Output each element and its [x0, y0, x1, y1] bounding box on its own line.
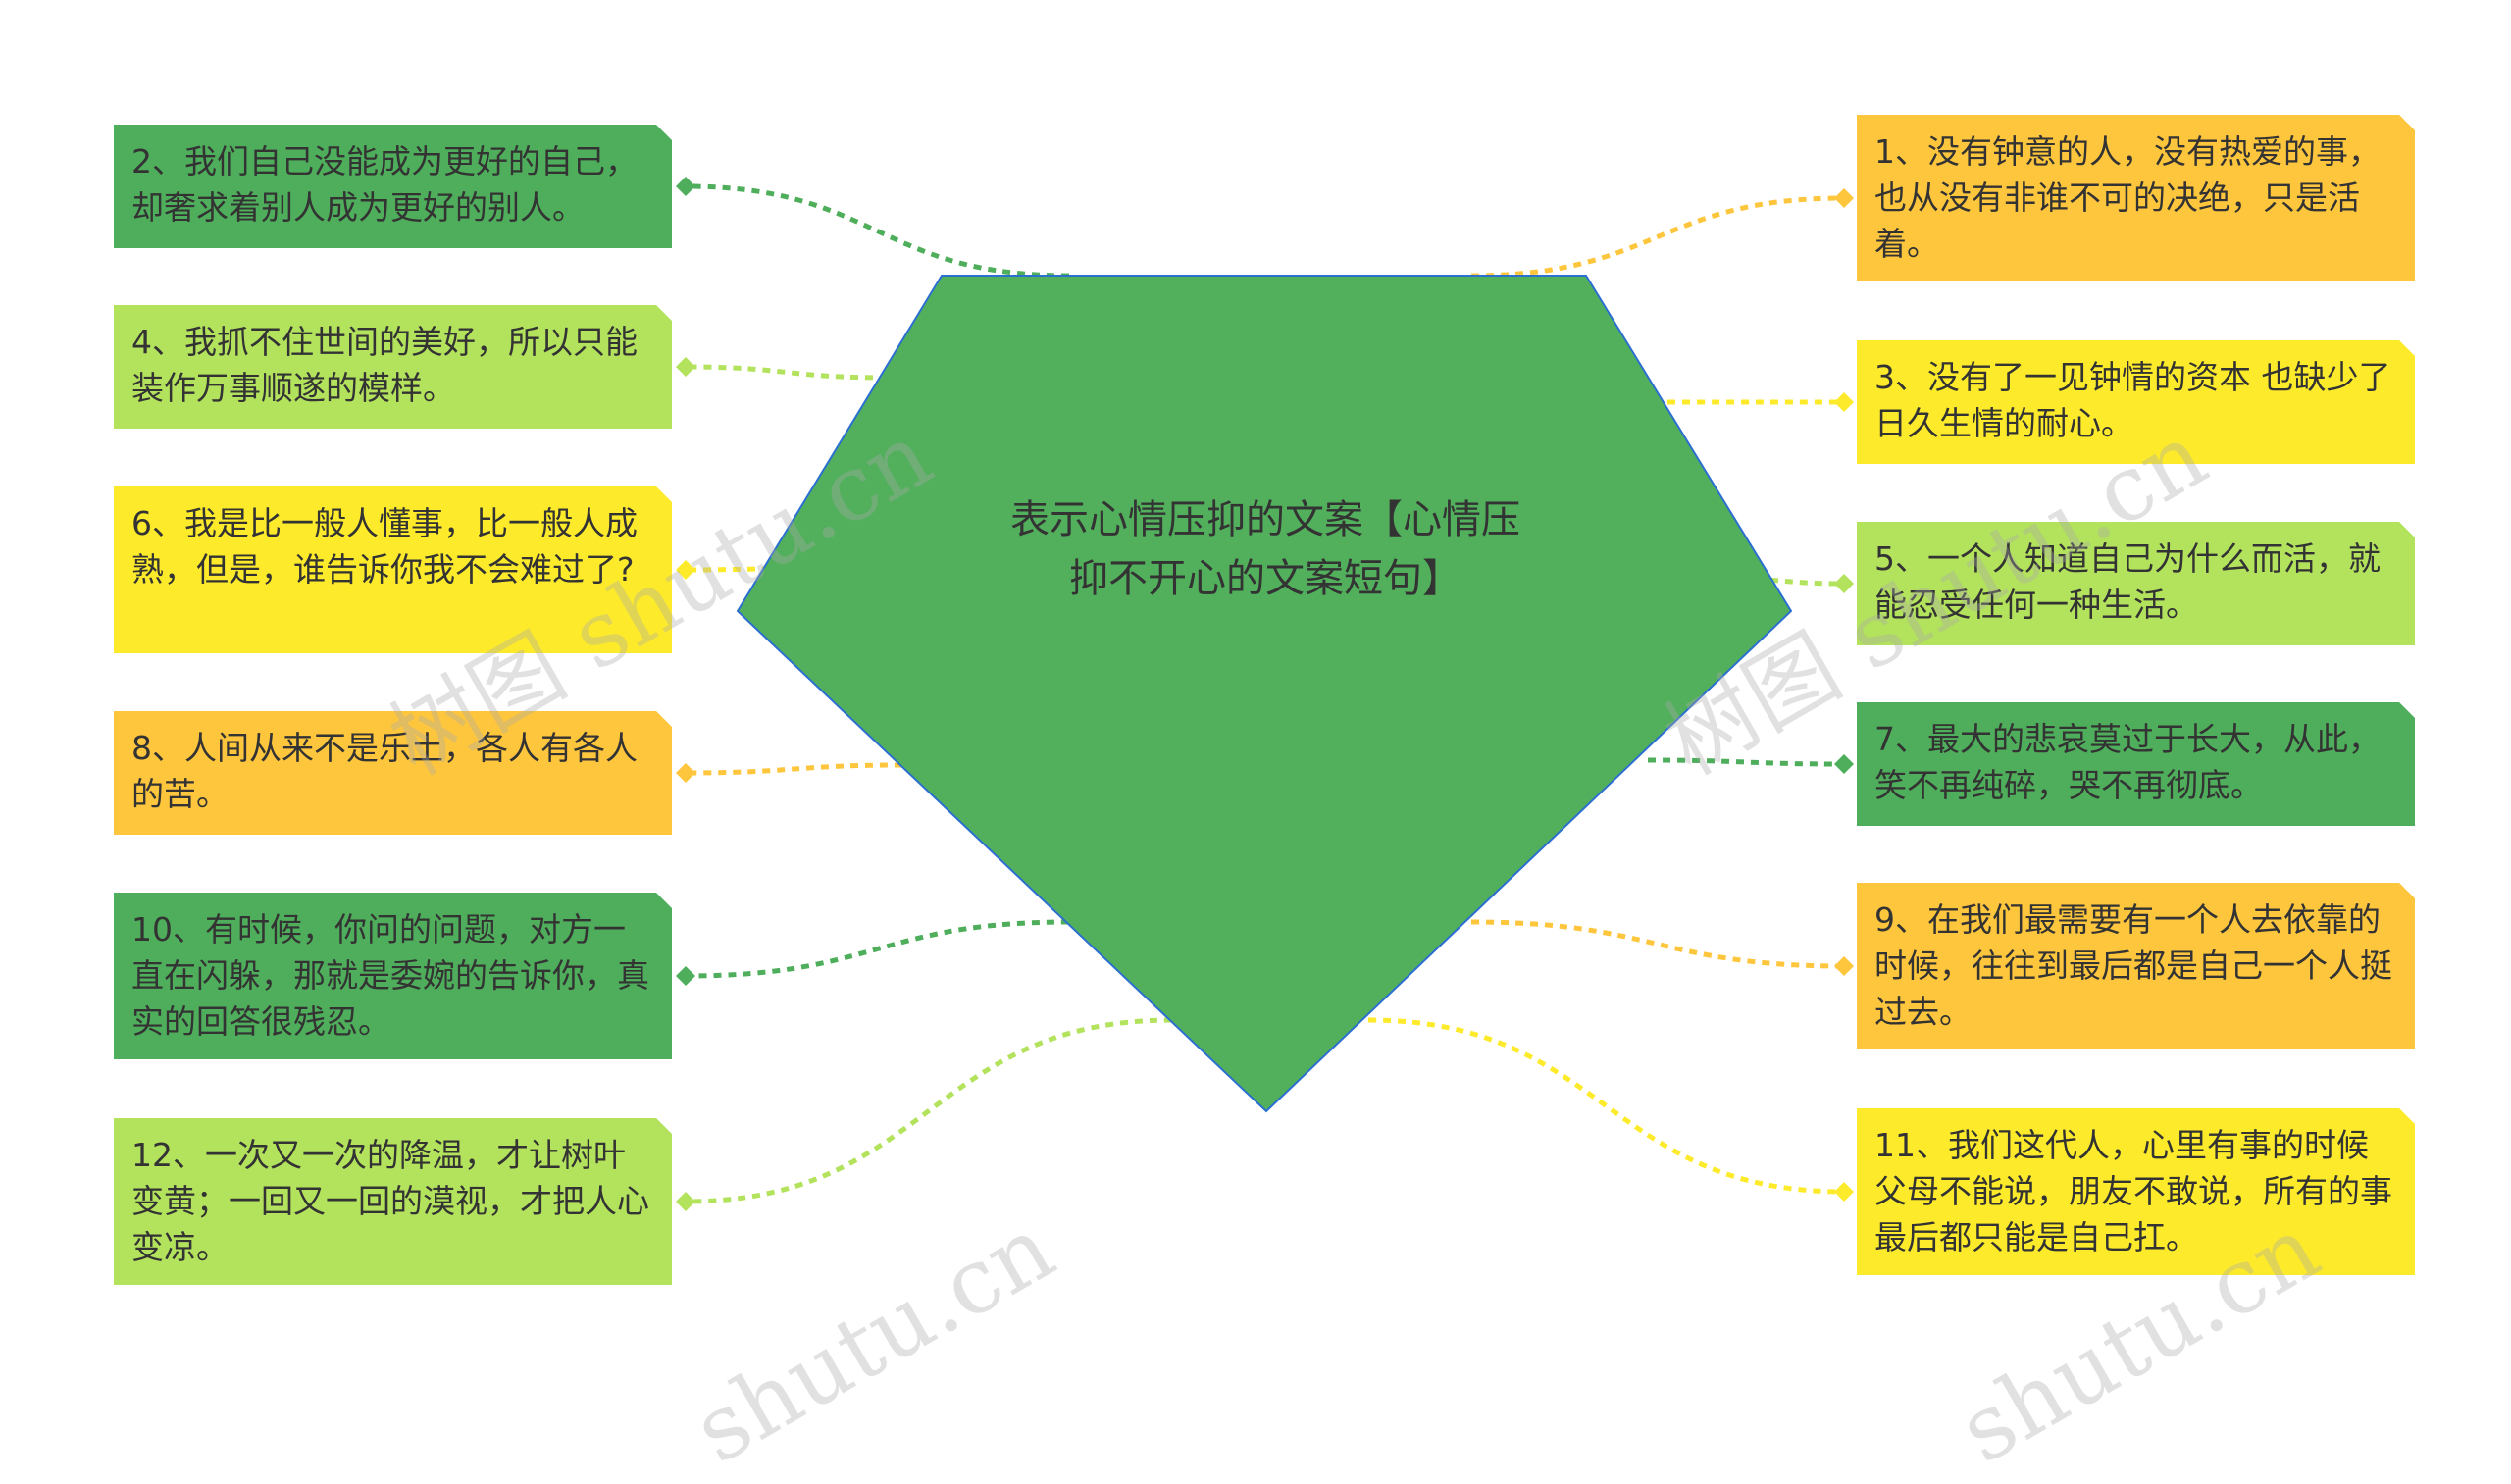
left-connector-diamond-icon — [676, 560, 695, 580]
left-connector-2 — [685, 364, 889, 381]
right-node-3[interactable]: 5、一个人知道自己为什么而活，就能忍受任何一种生活。 — [1857, 522, 2415, 645]
left-connector-3 — [685, 566, 786, 573]
node-text: 1、没有钟意的人，没有热爱的事，也从没有非谁不可的决绝，只是活着。 — [1874, 132, 2381, 263]
right-connector-6 — [1367, 1017, 1845, 1195]
center-topic[interactable]: 表示心情压抑的文案【心情压抑不开心的文案短句】 — [1010, 497, 1520, 601]
left-connector-diamond-icon — [676, 763, 695, 783]
left-node-3[interactable]: 6、我是比一般人懂事，比一般人成熟，但是，谁告诉你我不会难过了? — [114, 486, 672, 653]
right-node-1[interactable]: 1、没有钟意的人，没有热爱的事，也从没有非谁不可的决绝，只是活着。 — [1857, 115, 2415, 281]
right-connector-diamond-icon — [1834, 392, 1854, 412]
left-connector-5 — [685, 919, 1070, 979]
node-text: 8、人间从来不是乐土，各人有各人的苦。 — [131, 729, 638, 813]
right-connector-4 — [1647, 757, 1845, 767]
node-text: 12、一次又一次的降温，才让树叶变黄；一回又一回的漠视，才把人心变凉。 — [131, 1136, 649, 1266]
node-text: 4、我抓不住世间的美好，所以只能装作万事顺遂的模样。 — [131, 323, 638, 407]
left-node-1[interactable]: 2、我们自己没能成为更好的自己，却奢求着别人成为更好的别人。 — [114, 125, 672, 248]
node-text: 3、没有了一见钟情的资本 也缺少了日久生情的耐心。 — [1874, 358, 2391, 442]
node-text: 9、在我们最需要有一个人去依靠的时候，往往到最后都是自己一个人挺过去。 — [1874, 900, 2392, 1031]
left-connector-diamond-icon — [676, 177, 695, 196]
left-connector-diamond-icon — [676, 1192, 695, 1211]
node-text: 5、一个人知道自己为什么而活，就能忍受任何一种生活。 — [1874, 539, 2381, 624]
node-text: 7、最大的悲哀莫过于长大，从此，笑不再纯碎，哭不再彻底。 — [1874, 720, 2381, 804]
left-connector-4 — [685, 762, 903, 776]
mind-map-canvas — [676, 177, 1854, 1211]
left-connector-diamond-icon — [676, 966, 695, 986]
left-connector-diamond-icon — [676, 357, 695, 377]
left-node-4[interactable]: 8、人间从来不是乐土，各人有各人的苦。 — [114, 711, 672, 835]
left-connector-6 — [685, 1017, 1173, 1204]
right-connector-diamond-icon — [1834, 574, 1854, 593]
left-node-2[interactable]: 4、我抓不住世间的美好，所以只能装作万事顺遂的模样。 — [114, 305, 672, 429]
node-text: 11、我们这代人，心里有事的时候父母不能说，朋友不敢说，所有的事最后都只能是自己… — [1874, 1126, 2392, 1256]
right-connector-diamond-icon — [1834, 956, 1854, 976]
node-text: 6、我是比一般人懂事，比一般人成熟，但是，谁告诉你我不会难过了? — [131, 504, 638, 588]
right-node-2[interactable]: 3、没有了一见钟情的资本 也缺少了日久生情的耐心。 — [1857, 340, 2415, 464]
right-connector-diamond-icon — [1834, 1182, 1854, 1202]
node-text: 10、有时候，你问的问题，对方一直在闪躲，那就是委婉的告诉你，真实的回答很残忍。 — [131, 910, 649, 1041]
right-node-4[interactable]: 7、最大的悲哀莫过于长大，从此，笑不再纯碎，哭不再彻底。 — [1857, 702, 2415, 826]
right-connector-5 — [1470, 919, 1845, 969]
right-connector-diamond-icon — [1834, 754, 1854, 774]
left-node-5[interactable]: 10、有时候，你问的问题，对方一直在闪躲，那就是委婉的告诉你，真实的回答很残忍。 — [114, 893, 672, 1059]
connector-lines — [676, 177, 1854, 1211]
node-text: 2、我们自己没能成为更好的自己，却奢求着别人成为更好的别人。 — [131, 142, 638, 227]
center-pentagon[interactable] — [736, 275, 1793, 1113]
right-connector-diamond-icon — [1834, 188, 1854, 208]
right-connector-1 — [1470, 195, 1845, 279]
right-node-5[interactable]: 9、在我们最需要有一个人去依靠的时候，往往到最后都是自己一个人挺过去。 — [1857, 883, 2415, 1049]
right-node-6[interactable]: 11、我们这代人，心里有事的时候父母不能说，朋友不敢说，所有的事最后都只能是自己… — [1857, 1108, 2415, 1275]
left-node-6[interactable]: 12、一次又一次的降温，才让树叶变黄；一回又一回的漠视，才把人心变凉。 — [114, 1118, 672, 1285]
left-connector-1 — [685, 183, 1070, 279]
